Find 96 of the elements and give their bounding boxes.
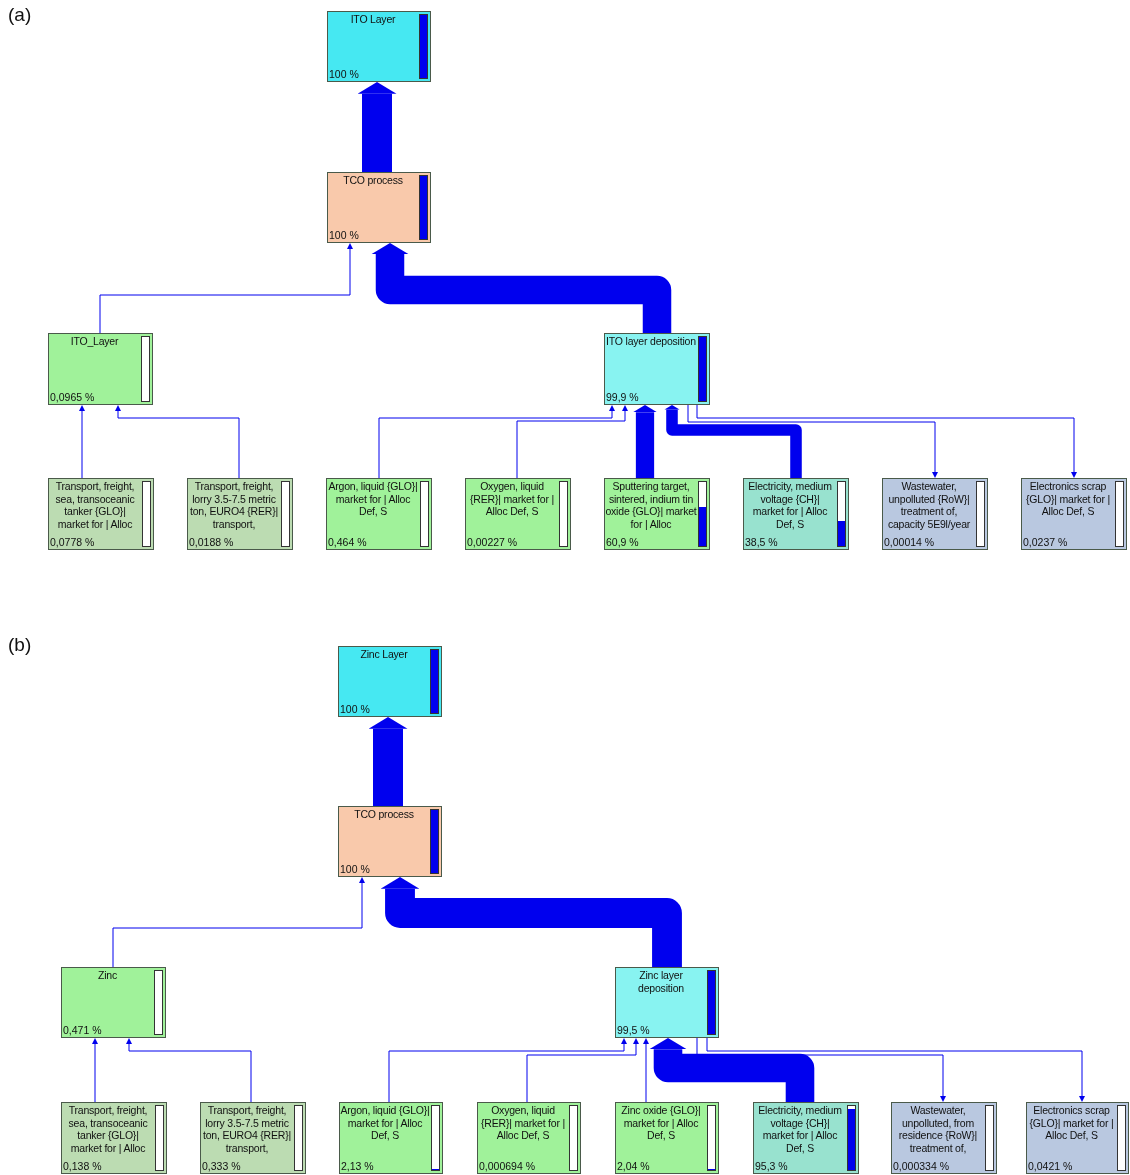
process-name: Wastewater, unpolluted {RoW}| treatment of, capacity 5E9l/year xyxy=(886,480,972,530)
flow-arrow xyxy=(687,404,938,478)
process-box xyxy=(327,172,431,243)
process-name: Transport, freight, sea, transoceanic tanker {GLO}| market for | Alloc xyxy=(67,1104,149,1154)
process-box xyxy=(615,967,719,1038)
waste-treatment-box xyxy=(1021,478,1127,550)
contribution-percent: 100 % xyxy=(340,863,370,876)
process-name: TCO process xyxy=(342,174,404,187)
contribution-percent: 38,5 % xyxy=(745,536,778,549)
process-box xyxy=(615,1102,719,1174)
contribution-percent: 60,9 % xyxy=(606,536,639,549)
process-box xyxy=(338,646,442,717)
contribution-percent: 2,04 % xyxy=(617,1160,650,1173)
process-name: Electricity, medium voltage {CH}| market for | Alloc Def, S xyxy=(757,1104,843,1154)
contribution-percent: 100 % xyxy=(329,68,359,81)
process-box xyxy=(61,1102,167,1174)
contribution-percent: 0,00227 % xyxy=(467,536,518,549)
flow-arrow xyxy=(115,405,240,479)
process-box xyxy=(465,478,571,550)
contribution-percent: 100 % xyxy=(340,703,370,716)
flow-arrow xyxy=(633,405,657,478)
process-name: Transport, freight, lorry 3.5-7.5 metric ton, EURO4 {RER}| transport, xyxy=(201,1104,292,1154)
contribution-percent: 0,000334 % xyxy=(893,1160,950,1173)
flow-arrow xyxy=(664,405,802,478)
flow-arrow xyxy=(112,877,365,968)
contribution-percent: 0,333 % xyxy=(202,1160,241,1173)
contribution-percent: 0,0421 % xyxy=(1028,1160,1073,1173)
process-name: Sputtering target, sintered, indium tin oxide {GLO}| market for | Alloc xyxy=(605,480,697,530)
process-box xyxy=(477,1102,581,1174)
contribution-percent: 95,3 % xyxy=(755,1160,788,1173)
flow-arrow xyxy=(99,243,353,334)
process-name: Electricity, medium voltage {CH}| market for | Alloc Def, S xyxy=(747,480,833,530)
flow-arrow xyxy=(526,1038,639,1103)
process-name: ITO Layer xyxy=(349,13,397,26)
process-name: Transport, freight, sea, transoceanic tanker {GLO}| market for | Alloc xyxy=(54,480,136,530)
contribution-percent: 0,0188 % xyxy=(189,536,234,549)
process-box xyxy=(48,478,154,550)
process-name: Argon, liquid {GLO}| market for | Alloc Def, S xyxy=(340,1104,430,1142)
process-box xyxy=(338,806,442,877)
process-name: Transport, freight, lorry 3.5-7.5 metric ton, EURO4 {RER}| transport, xyxy=(188,480,279,530)
panel-label: (b) xyxy=(8,634,32,656)
flow-arrow xyxy=(696,404,1077,478)
contribution-percent: 0,471 % xyxy=(63,1024,102,1037)
process-name: Oxygen, liquid {RER}| market for | Alloc Def, S xyxy=(480,1104,566,1142)
contribution-percent: 0,00014 % xyxy=(884,536,935,549)
process-name: TCO process xyxy=(353,808,415,821)
flow-arrow xyxy=(378,405,615,479)
flow-arrow xyxy=(706,1037,1085,1102)
contribution-percent: 2,13 % xyxy=(341,1160,374,1173)
contribution-percent: 0,138 % xyxy=(63,1160,102,1173)
flow-arrow xyxy=(79,405,85,479)
flow-arrow xyxy=(92,1038,98,1103)
process-box xyxy=(339,1102,443,1174)
panel-label: (a) xyxy=(8,4,32,26)
process-box xyxy=(48,333,153,405)
process-box xyxy=(743,478,849,550)
process-box xyxy=(187,478,293,550)
flow-arrow xyxy=(516,405,628,479)
flow-arrow xyxy=(388,1038,627,1103)
flow-arrow xyxy=(380,877,682,967)
contribution-percent: 99,5 % xyxy=(617,1024,650,1037)
process-name: ITO layer deposition xyxy=(605,335,697,348)
process-name: Zinc layer deposition xyxy=(637,969,685,994)
contribution-percent: 0,000694 % xyxy=(479,1160,536,1173)
flow-arrow xyxy=(368,717,408,806)
process-name: Zinc oxide {GLO}| market for | Alloc Def, S xyxy=(620,1104,702,1142)
contribution-percent: 0,0965 % xyxy=(50,391,95,404)
process-name: Oxygen, liquid {RER}| market for | Alloc Def, S xyxy=(469,480,555,518)
process-box xyxy=(61,967,166,1038)
contribution-percent: 0,0237 % xyxy=(1023,536,1068,549)
process-box xyxy=(604,478,710,550)
process-name: ITO_Layer xyxy=(69,335,120,348)
flow-arrow xyxy=(649,1038,815,1102)
process-box xyxy=(753,1102,859,1174)
process-name: Electronics scrap {GLO}| market for | Alloc Def, S xyxy=(1028,1104,1115,1142)
process-box xyxy=(200,1102,306,1174)
waste-treatment-box xyxy=(891,1102,997,1174)
process-name: Zinc xyxy=(96,969,118,982)
flow-arrow xyxy=(643,1038,649,1103)
contribution-percent: 0,0778 % xyxy=(50,536,95,549)
process-name: Electronics scrap {GLO}| market for | Alloc Def, S xyxy=(1025,480,1111,518)
contribution-percent: 99,9 % xyxy=(606,391,639,404)
process-name: Wastewater, unpolluted, from residence {RoW}| treatment of, xyxy=(897,1104,979,1154)
process-box xyxy=(327,11,431,82)
flow-arrow xyxy=(357,82,397,172)
process-box xyxy=(604,333,710,405)
contribution-percent: 100 % xyxy=(329,229,359,242)
waste-treatment-box xyxy=(1026,1102,1129,1174)
flow-arrow xyxy=(126,1038,252,1103)
waste-treatment-box xyxy=(882,478,988,550)
flow-arrow xyxy=(696,1037,946,1102)
flow-arrow xyxy=(371,243,672,333)
contribution-percent: 0,464 % xyxy=(328,536,367,549)
process-box xyxy=(326,478,432,550)
process-name: Zinc Layer xyxy=(359,648,409,661)
process-name: Argon, liquid {GLO}| market for | Alloc Def, S xyxy=(327,480,419,518)
